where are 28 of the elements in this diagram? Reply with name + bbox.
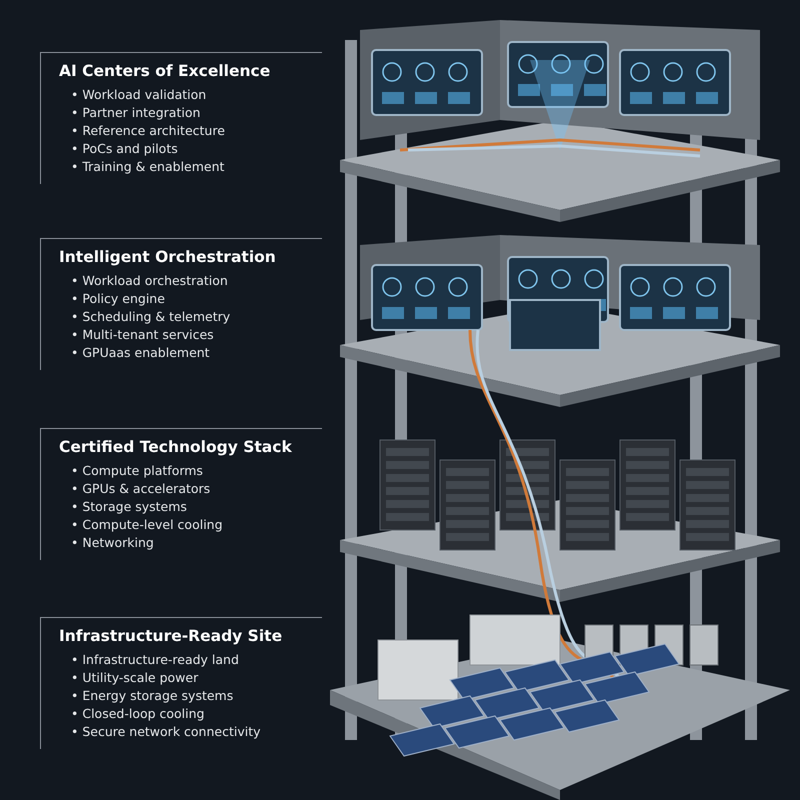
- section-panel: [40, 238, 322, 370]
- bullet-item: • PoCs and pilots: [71, 140, 179, 158]
- section-panel: [40, 52, 322, 184]
- bullet-item: • Networking: [71, 534, 155, 552]
- section-heading: Infrastructure-Ready Site: [59, 627, 282, 645]
- bullet-item: • Compute platforms: [71, 462, 204, 480]
- bullet-item: • Multi-tenant services: [71, 326, 215, 344]
- bullet-item: • Policy engine: [71, 290, 166, 308]
- bullet-item: • Reference architecture: [71, 122, 226, 140]
- bullet-item: • Secure network connectivity: [71, 723, 262, 741]
- bullet-item: • Workload orchestration: [71, 272, 229, 290]
- bullet-item: • Utility-scale power: [71, 669, 200, 687]
- bullet-item: • Energy storage systems: [71, 687, 234, 705]
- section-panel: [40, 428, 322, 560]
- bullet-item: • Compute-level cooling: [71, 516, 224, 534]
- bullet-item: • Training & enablement: [71, 158, 226, 176]
- bullet-item: • GPUs & accelerators: [71, 480, 212, 498]
- bullet-item: • Workload validation: [71, 86, 208, 104]
- section-panel: [40, 617, 322, 749]
- bullet-item: • Storage systems: [71, 498, 188, 516]
- section-heading: Certified Technology Stack: [59, 438, 292, 456]
- bullet-item: • Scheduling & telemetry: [71, 308, 232, 326]
- bullet-item: • Closed-loop cooling: [71, 705, 206, 723]
- bullet-item: • Partner integration: [71, 104, 202, 122]
- bullet-item: • GPUaas enablement: [71, 344, 211, 362]
- section-heading: Intelligent Orchestration: [59, 248, 276, 266]
- bullet-item: • Infrastructure-ready land: [71, 651, 240, 669]
- section-heading: AI Centers of Excellence: [59, 62, 270, 80]
